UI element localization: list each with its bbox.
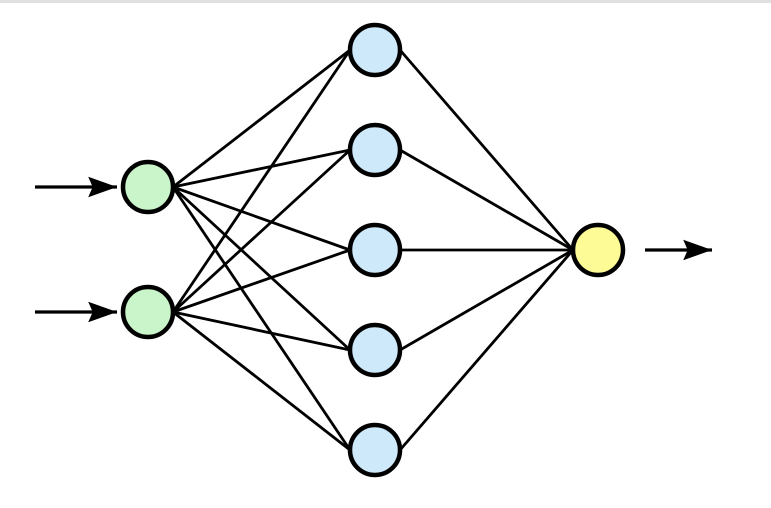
hidden-node-3: [347, 222, 403, 278]
input-node-2: [120, 284, 176, 340]
edge-i2-h1: [171, 49, 352, 313]
edge-i1-h4: [172, 185, 351, 352]
hidden-node-5: [347, 422, 403, 478]
edge-h5-o1: [398, 249, 575, 451]
top-border-line: [0, 0, 771, 3]
edge-i2-h3: [172, 248, 351, 314]
edge-h4-o1: [399, 248, 574, 352]
edge-i2-h5: [172, 310, 351, 452]
edge-h1-o1: [398, 49, 575, 251]
hidden-node-4: [347, 322, 403, 378]
edge-i1-h2: [172, 148, 351, 189]
output-node: [570, 222, 626, 278]
hidden-node-1: [347, 22, 403, 78]
edge-i1-h5: [171, 186, 352, 451]
edge-i2-h4: [172, 310, 351, 352]
hidden-node-2: [347, 122, 403, 178]
input-node-1: [120, 159, 176, 215]
edge-h2-o1: [399, 148, 574, 252]
edge-i1-h1: [172, 48, 351, 189]
edge-i1-h3: [172, 185, 351, 252]
edge-i2-h2: [172, 148, 351, 314]
